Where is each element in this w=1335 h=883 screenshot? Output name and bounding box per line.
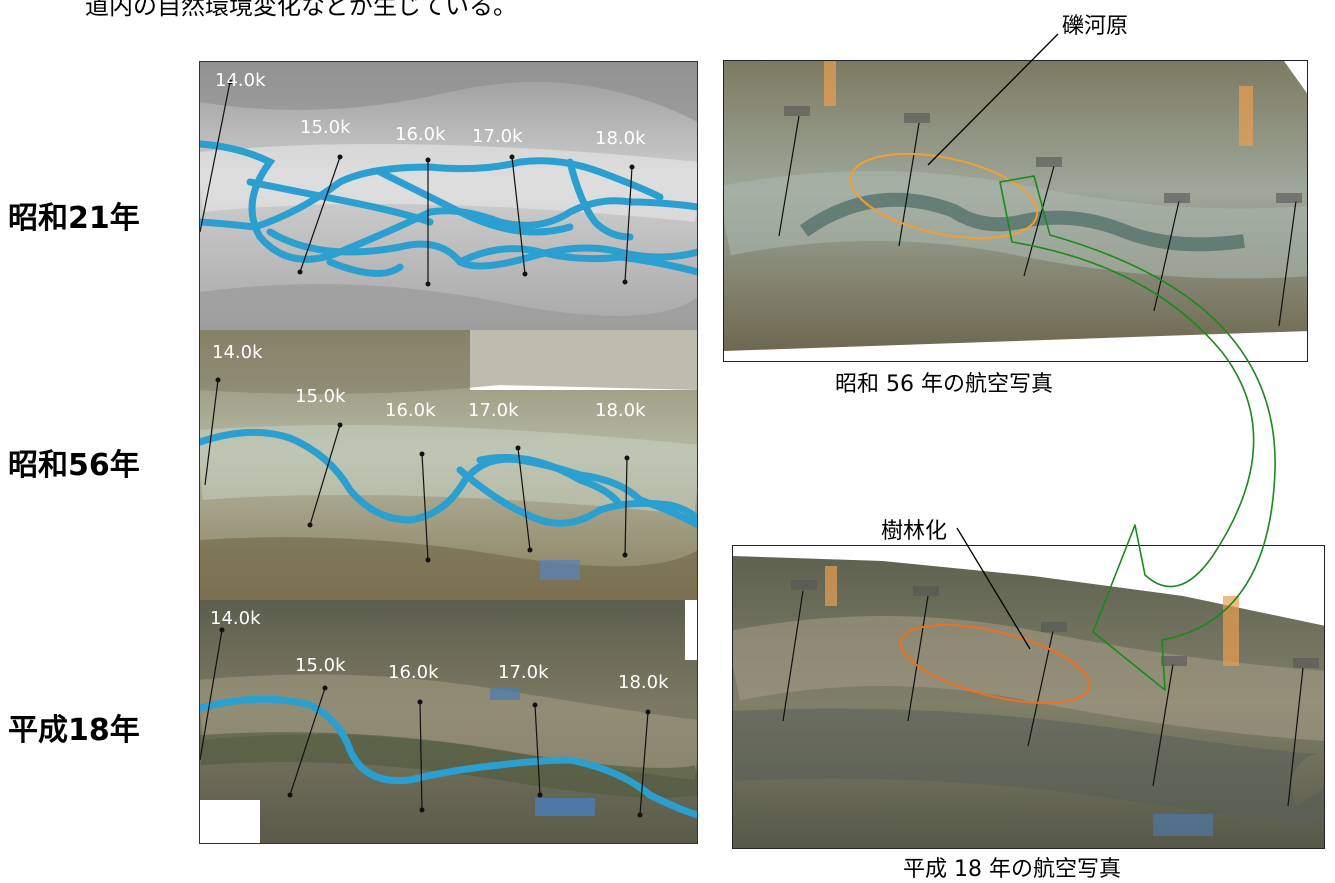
caption-photo-s56: 昭和 56 年の航空写真 (835, 372, 1053, 397)
km-marker-16-s56: 16.0k (385, 400, 436, 421)
km-marker-17-h18: 17.0k (498, 662, 549, 683)
aerial-panel-h18: 14.0k 15.0k 16.0k 17.0k 18.0k (200, 600, 698, 844)
km-marker-15-s56: 15.0k (295, 386, 346, 407)
aerial-panel-s21: 14.0k 15.0k 16.0k 17.0k 18.0k (200, 62, 698, 330)
caption-photo-h18: 平成 18 年の航空写真 (903, 857, 1121, 882)
km-marker-15-h18: 15.0k (295, 655, 346, 676)
header-text: 道内の自然環境変化などが生じている。 (85, 0, 517, 20)
callout-gravel-riverbed: 礫河原 (1062, 14, 1129, 39)
km-marker-14-s56: 14.0k (212, 342, 263, 363)
km-marker-18-s56: 18.0k (595, 400, 646, 421)
km-marker-18-h18: 18.0k (618, 672, 669, 693)
aerial-panel-s56: 14.0k 15.0k 16.0k 17.0k 18.0k (200, 330, 698, 600)
aerial-photo-h18 (732, 545, 1325, 849)
callout-forestation: 樹林化 (881, 519, 948, 544)
km-marker-14-h18: 14.0k (210, 608, 261, 629)
km-marker-15-s21: 15.0k (300, 117, 351, 138)
era-label-h18: 平成18年 (8, 713, 140, 748)
era-label-s21: 昭和21年 (8, 201, 140, 236)
km-marker-17-s56: 17.0k (468, 400, 519, 421)
km-marker-14-s21: 14.0k (215, 70, 266, 91)
aerial-photo-s56 (723, 60, 1308, 362)
era-label-s56: 昭和56年 (8, 448, 140, 483)
km-marker-16-s21: 16.0k (395, 124, 446, 145)
km-marker-18-s21: 18.0k (595, 128, 646, 149)
km-marker-16-h18: 16.0k (388, 662, 439, 683)
km-marker-17-s21: 17.0k (472, 126, 523, 147)
